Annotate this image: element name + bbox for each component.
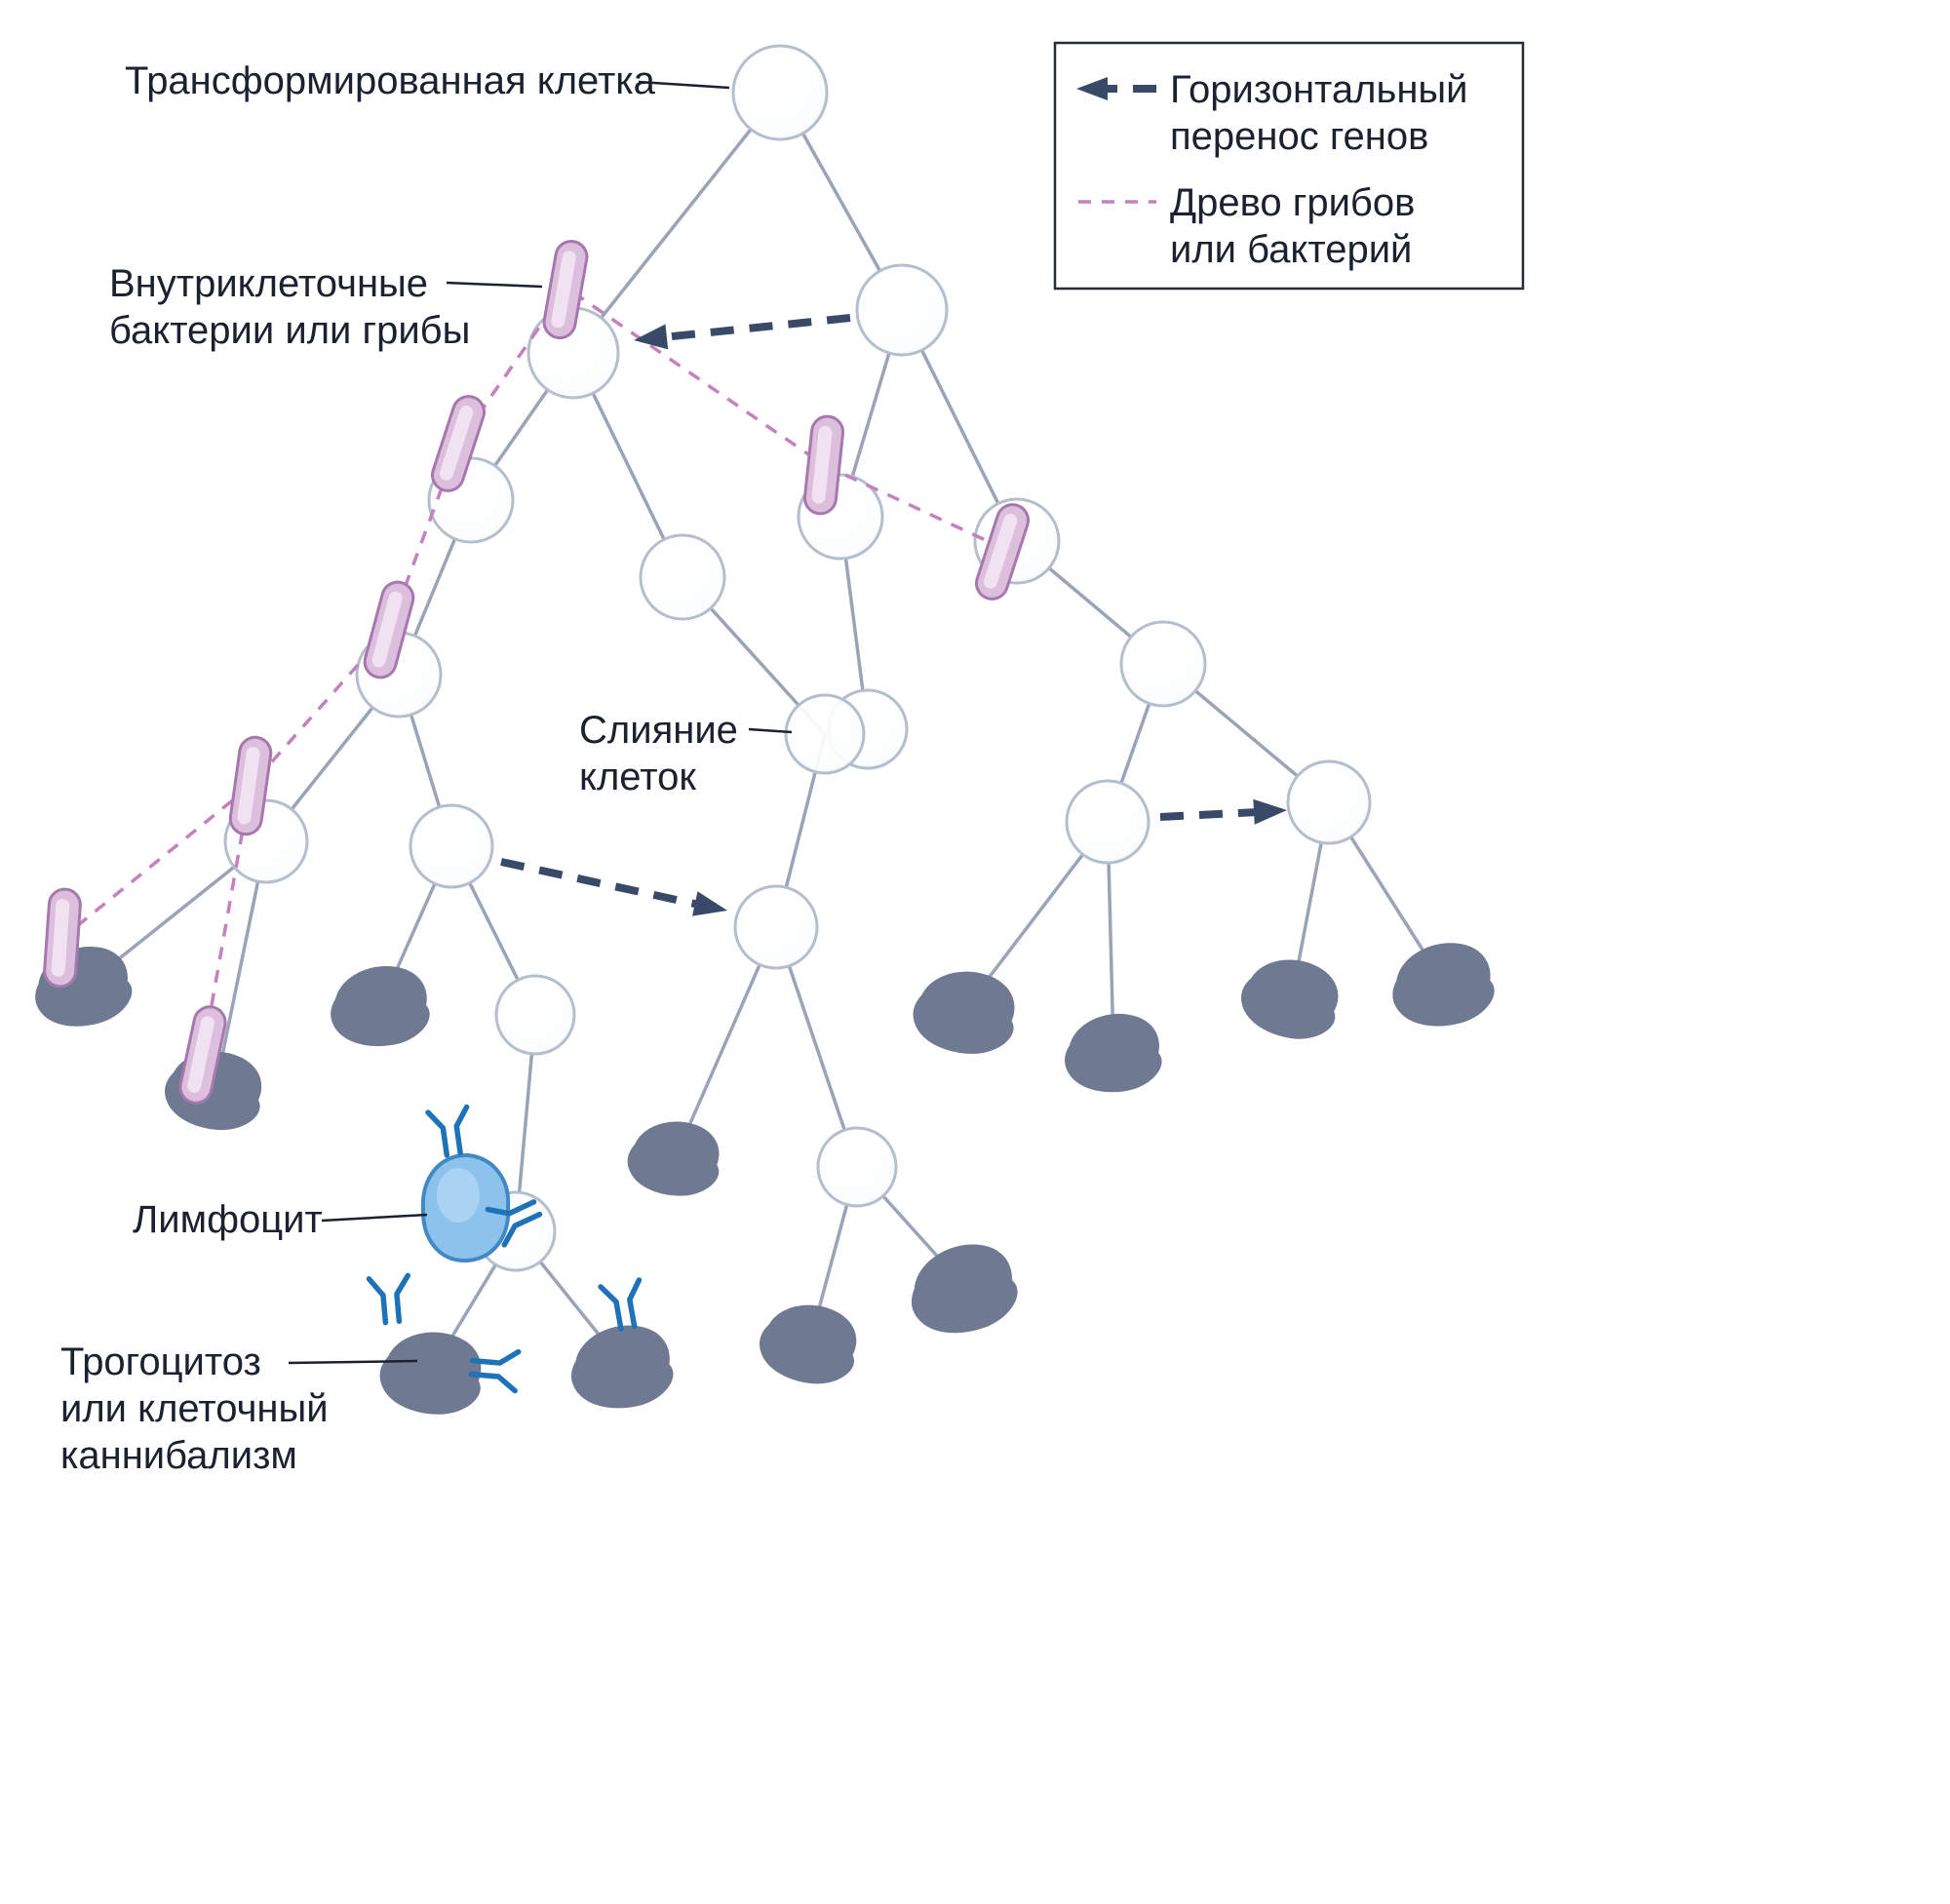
cell-fusion-pair (784, 688, 909, 775)
gene-transfer-arrow (662, 314, 851, 341)
legend-fungi-tree-line2: или бактерий (1170, 228, 1412, 271)
lineage-edge (571, 91, 782, 355)
cell-node (855, 263, 949, 357)
callout-line-lymphocyte (321, 1213, 428, 1223)
lymphocyte-group (420, 1152, 511, 1263)
cell-node (816, 1126, 898, 1208)
callout-line-intracellular (446, 281, 543, 289)
gene-transfer-arrowhead-icon (692, 891, 727, 916)
dead-cell (1384, 936, 1500, 1034)
callout-line-transformed-cell (638, 80, 730, 90)
label-lymphocyte: Лимфоцит (133, 1198, 323, 1241)
cell-node-fusion (784, 693, 866, 775)
gene-transfer-arrowhead-icon (634, 324, 669, 350)
cell-node (1065, 779, 1150, 865)
legend-fungi-tree-line1: Древо грибов (1170, 181, 1415, 224)
lymphocyte-highlight (437, 1168, 480, 1223)
fungi-tree-dash (60, 784, 253, 940)
cell-node (1286, 759, 1372, 845)
legend: Горизонтальный перенос генов Древо грибо… (1053, 41, 1525, 291)
label-trogocytosis-line1: Трогоцитоз (60, 1341, 261, 1383)
cell-node (1119, 620, 1207, 708)
fungi-tree-dash (823, 463, 1003, 550)
cell-node-root (731, 44, 829, 141)
label-trogocytosis-line2: или клеточный (60, 1387, 329, 1430)
dead-cell (565, 1319, 678, 1416)
label-trogocytosis-line3: каннибализм (60, 1434, 297, 1477)
gene-transfer-arrowhead-icon (1253, 798, 1287, 825)
cell-node (733, 884, 819, 970)
fungi-tree-dash (572, 291, 825, 467)
dead-cell (625, 1118, 722, 1199)
dead-cell (909, 965, 1020, 1059)
bacterium-icon (42, 886, 83, 990)
dead-cell (754, 1297, 863, 1391)
legend-box (1053, 41, 1525, 291)
callout-line-cell-fusion (748, 727, 793, 734)
cell-node (494, 974, 576, 1056)
gene-transfer-arrow (500, 858, 700, 909)
dead-cell (376, 1327, 486, 1418)
dead-cell (1061, 1010, 1164, 1097)
antibody-icon (428, 1107, 473, 1157)
legend-gene-transfer-line2: перенос генов (1170, 115, 1428, 158)
antibody-icon (369, 1275, 411, 1323)
gene-transfer-arrows (500, 314, 1287, 916)
dead-cell (1234, 950, 1346, 1047)
gene-transfer-arrow (1159, 808, 1259, 821)
callout-line-trogocytosis (288, 1359, 418, 1365)
label-intracellular-line1: Внутриклеточные (109, 262, 428, 305)
label-cell-fusion-line2: клеток (579, 756, 696, 798)
cell-node (409, 803, 494, 889)
dead-cell (326, 961, 433, 1052)
cell-node (639, 533, 726, 621)
legend-gene-transfer-arrowhead-icon (1076, 77, 1108, 100)
label-intracellular-line2: бактерии или грибы (109, 309, 470, 352)
callouts: Трансформированная клетка Внутриклеточны… (60, 59, 793, 1477)
dead-cell (900, 1233, 1026, 1345)
label-transformed-cell: Трансформированная клетка (125, 59, 656, 102)
antibody-icon (601, 1280, 646, 1331)
legend-gene-transfer-line1: Горизонтальный (1170, 68, 1468, 111)
label-cell-fusion-line1: Слияние (579, 709, 738, 752)
dead-cell (26, 939, 137, 1035)
